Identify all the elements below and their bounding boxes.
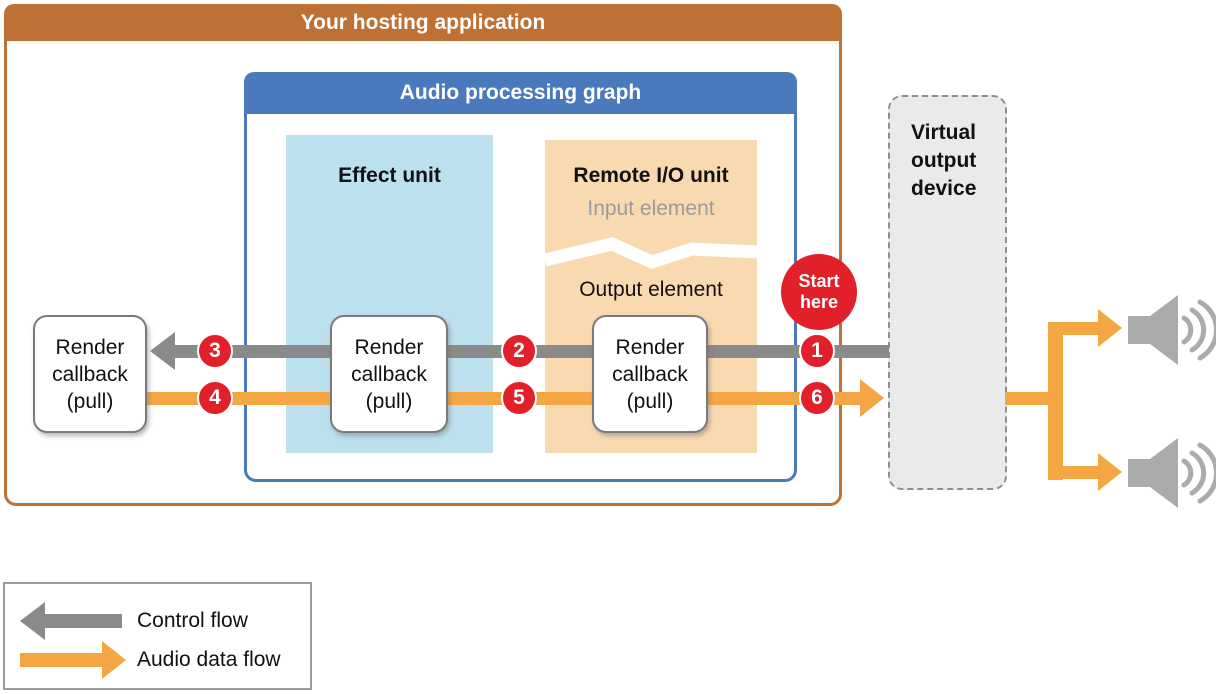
render-callback-label: Render callback (pull) [612, 335, 688, 413]
step-number: 5 [513, 386, 525, 409]
control-flow-arrowhead-icon [150, 332, 175, 370]
step-badge-5: 5 [501, 380, 537, 416]
audio-flow-arrowhead-icon [860, 379, 884, 417]
output-branch-vertical-bar [1048, 322, 1063, 480]
render-callback-label: Render callback (pull) [52, 335, 128, 413]
render-callback-box-effect: Render callback (pull) [330, 315, 448, 433]
output-branch-bottom-arrowhead-icon [1098, 453, 1122, 491]
legend-audio-bar [20, 653, 102, 667]
step-badge-4: 4 [197, 380, 233, 416]
element-divider-zigzag [545, 237, 757, 269]
step-number: 3 [209, 339, 221, 362]
step-number: 4 [209, 386, 221, 409]
step-number: 2 [513, 339, 525, 362]
step-badge-6: 6 [799, 380, 835, 416]
step-badge-2: 2 [501, 333, 537, 369]
audio-processing-graph-header: Audio processing graph [244, 72, 797, 114]
start-here-label: Start here [798, 271, 840, 312]
step-badge-1: 1 [799, 333, 835, 369]
virtual-output-device-title: Virtual output device [911, 121, 977, 200]
render-callback-label: Render callback (pull) [351, 335, 427, 413]
input-element-label: Input element [587, 197, 715, 220]
legend-audio-label: Audio data flow [137, 648, 281, 671]
virtual-output-device-box: Virtual output device [888, 95, 1007, 490]
render-callback-box-left: Render callback (pull) [33, 315, 147, 433]
legend-audio-arrowhead-icon [102, 641, 126, 679]
remote-io-unit-title: Remote I/O unit [573, 164, 729, 187]
legend-control-bar [44, 614, 122, 628]
speaker-icon [1128, 295, 1216, 365]
audio-processing-graph-title: Audio processing graph [399, 81, 642, 104]
legend-control-label: Control flow [137, 609, 248, 632]
hosting-application-title: Your hosting application [300, 11, 546, 34]
step-number: 1 [811, 339, 823, 362]
step-number: 6 [811, 386, 823, 409]
start-here-badge: Start here [781, 254, 857, 330]
step-badge-3: 3 [197, 333, 233, 369]
sound-waves-icon [1181, 299, 1216, 361]
legend-box: Control flow Audio data flow [3, 582, 312, 690]
speaker-icon [1128, 438, 1216, 508]
effect-unit-title: Effect unit [338, 164, 441, 187]
output-branch-top-arrowhead-icon [1098, 309, 1122, 347]
hosting-application-header: Your hosting application [4, 4, 842, 41]
render-callback-box-remote-io: Render callback (pull) [592, 315, 708, 433]
output-element-label: Output element [579, 278, 723, 301]
sound-waves-icon [1181, 442, 1216, 504]
output-branch-bottom-bar [1048, 466, 1098, 479]
output-branch-top-bar [1048, 322, 1098, 335]
legend-control-arrowhead-icon [20, 602, 45, 640]
